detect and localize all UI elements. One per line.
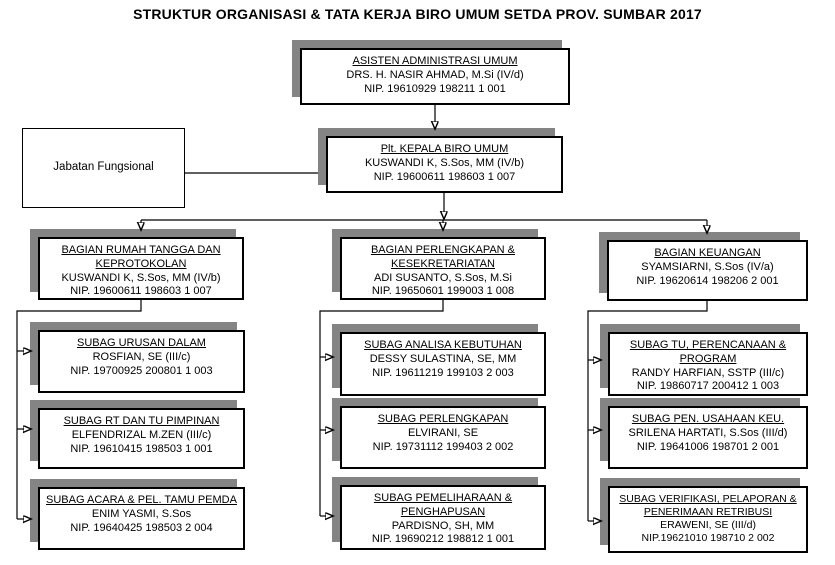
node-heading: SUBAG VERIFIKASI, PELAPORAN & PENERIMAAN… (619, 493, 797, 519)
node-name: ERAWENI, SE (III/d) (660, 519, 756, 532)
node-heading: Plt. KEPALA BIRO UMUM (380, 143, 509, 155)
node-heading: BAGIAN KEUANGAN (654, 247, 761, 259)
node-nip: NIP. 19610929 198211 1 001 (364, 82, 506, 95)
node-heading: SUBAG TU, PERENCANAAN & PROGRAM (629, 339, 787, 365)
node-name: DRS. H. NASIR AHMAD, M.Si (IV/d) (346, 68, 524, 81)
org-node-subag-urusan-dalam: SUBAG URUSAN DALAM ROSFIAN, SE (III/c) N… (38, 330, 245, 393)
node-label: Jabatan Fungsional (53, 161, 154, 173)
org-node-subag-analisa-kebutuhan: SUBAG ANALISA KEBUTUHAN DESSY SULASTINA,… (340, 332, 546, 396)
node-name: PARDISNO, SH, MM (391, 519, 495, 532)
node-name: SRILENA HARTATI, S.Sos (III/d) (628, 426, 788, 439)
node-name: ADI SUSANTO, S.Sos, M.Si (374, 271, 512, 284)
node-heading: SUBAG PEMELIHARAAN & PENGHAPUSAN (373, 492, 513, 518)
node-nip: NIP. 19650601 199003 1 008 (371, 285, 515, 298)
node-nip: NIP. 19690212 198812 1 001 (371, 533, 515, 546)
org-node-subag-tu-perencanaan: SUBAG TU, PERENCANAAN & PROGRAM RANDY HA… (608, 332, 808, 396)
org-node-asisten: ASISTEN ADMINISTRASI UMUM DRS. H. NASIR … (300, 48, 570, 105)
chart-title: STRUKTUR ORGANISASI & TATA KERJA BIRO UM… (133, 6, 702, 22)
node-heading: SUBAG PEN. USAHAAN KEU. (631, 413, 785, 425)
node-nip: NIP. 19731112 199403 2 002 (372, 440, 514, 453)
node-nip: NIP. 19610415 198503 1 001 (70, 442, 213, 455)
node-name: ELFENDRIZAL M.ZEN (III/c) (71, 428, 212, 441)
node-heading: BAGIAN PERLENGKAPAN & KESEKRETARIATAN (370, 244, 516, 270)
node-name: ENIM YASMI, S.Sos (91, 507, 192, 520)
org-node-bagian-keuangan: BAGIAN KEUANGAN SYAMSIARNI, S.Sos (IV/a)… (607, 240, 808, 301)
node-nip: NIP. 19600611 198603 1 007 (373, 170, 516, 183)
node-name: SYAMSIARNI, S.Sos (IV/a) (641, 260, 774, 273)
org-node-subag-acara-tamu-pemda: SUBAG ACARA & PEL. TAMU PEMDA ENIM YASMI… (38, 487, 245, 550)
org-node-subag-perlengkapan: SUBAG PERLENGKAPAN ELVIRANI, SE NIP. 197… (340, 406, 546, 469)
node-heading: SUBAG RT DAN TU PIMPINAN (63, 415, 220, 427)
org-node-subag-pen-usahaan-keu: SUBAG PEN. USAHAAN KEU. SRILENA HARTATI,… (608, 406, 808, 469)
node-nip: NIP. 19620614 198206 2 001 (636, 274, 779, 287)
node-nip: NIP.19621010 198710 2 002 (641, 532, 775, 545)
org-node-kepala-biro: Plt. KEPALA BIRO UMUM KUSWANDI K, S.Sos,… (326, 136, 563, 193)
node-heading: SUBAG URUSAN DALAM (77, 337, 206, 349)
node-name: ELVIRANI, SE (407, 426, 479, 439)
node-heading: BAGIAN RUMAH TANGGA DAN KEPROTOKOLAN (61, 244, 221, 270)
node-name: KUSWANDI K, S.Sos, MM (IV/b) (364, 156, 525, 169)
node-heading: SUBAG PERLENGKAPAN (377, 413, 509, 425)
node-name: ROSFIAN, SE (III/c) (92, 350, 191, 363)
node-nip: NIP. 19611219 199103 2 003 (372, 366, 514, 379)
node-heading: ASISTEN ADMINISTRASI UMUM (352, 55, 518, 67)
org-node-subag-pemeliharaan: SUBAG PEMELIHARAAN & PENGHAPUSAN PARDISN… (340, 485, 546, 550)
org-node-subag-verifikasi: SUBAG VERIFIKASI, PELAPORAN & PENERIMAAN… (608, 486, 808, 553)
node-nip: NIP. 19860717 200412 1 003 (636, 380, 780, 393)
node-name: DESSY SULASTINA, SE, MM (369, 352, 517, 365)
node-nip: NIP. 19641006 198701 2 001 (636, 440, 780, 453)
node-nip: NIP. 19640425 198503 2 004 (70, 521, 213, 534)
node-heading: SUBAG ACARA & PEL. TAMU PEMDA (46, 494, 237, 506)
node-name: KUSWANDI K, S.Sos, MM (IV/b) (61, 271, 221, 284)
org-node-bagian-perlengkapan: BAGIAN PERLENGKAPAN & KESEKRETARIATAN AD… (340, 237, 546, 300)
org-node-subag-rt-tu-pimpinan: SUBAG RT DAN TU PIMPINAN ELFENDRIZAL M.Z… (38, 408, 245, 469)
org-node-bagian-rumah-tangga: BAGIAN RUMAH TANGGA DAN KEPROTOKOLAN KUS… (38, 237, 244, 300)
node-nip: NIP. 19600611 198603 1 007 (70, 285, 212, 298)
org-node-jabatan-fungsional: Jabatan Fungsional (22, 128, 185, 208)
node-heading: SUBAG ANALISA KEBUTUHAN (364, 339, 522, 351)
node-nip: NIP. 19700925 200801 1 003 (70, 364, 213, 377)
node-name: RANDY HARFIAN, SSTP (III/c) (631, 366, 785, 379)
